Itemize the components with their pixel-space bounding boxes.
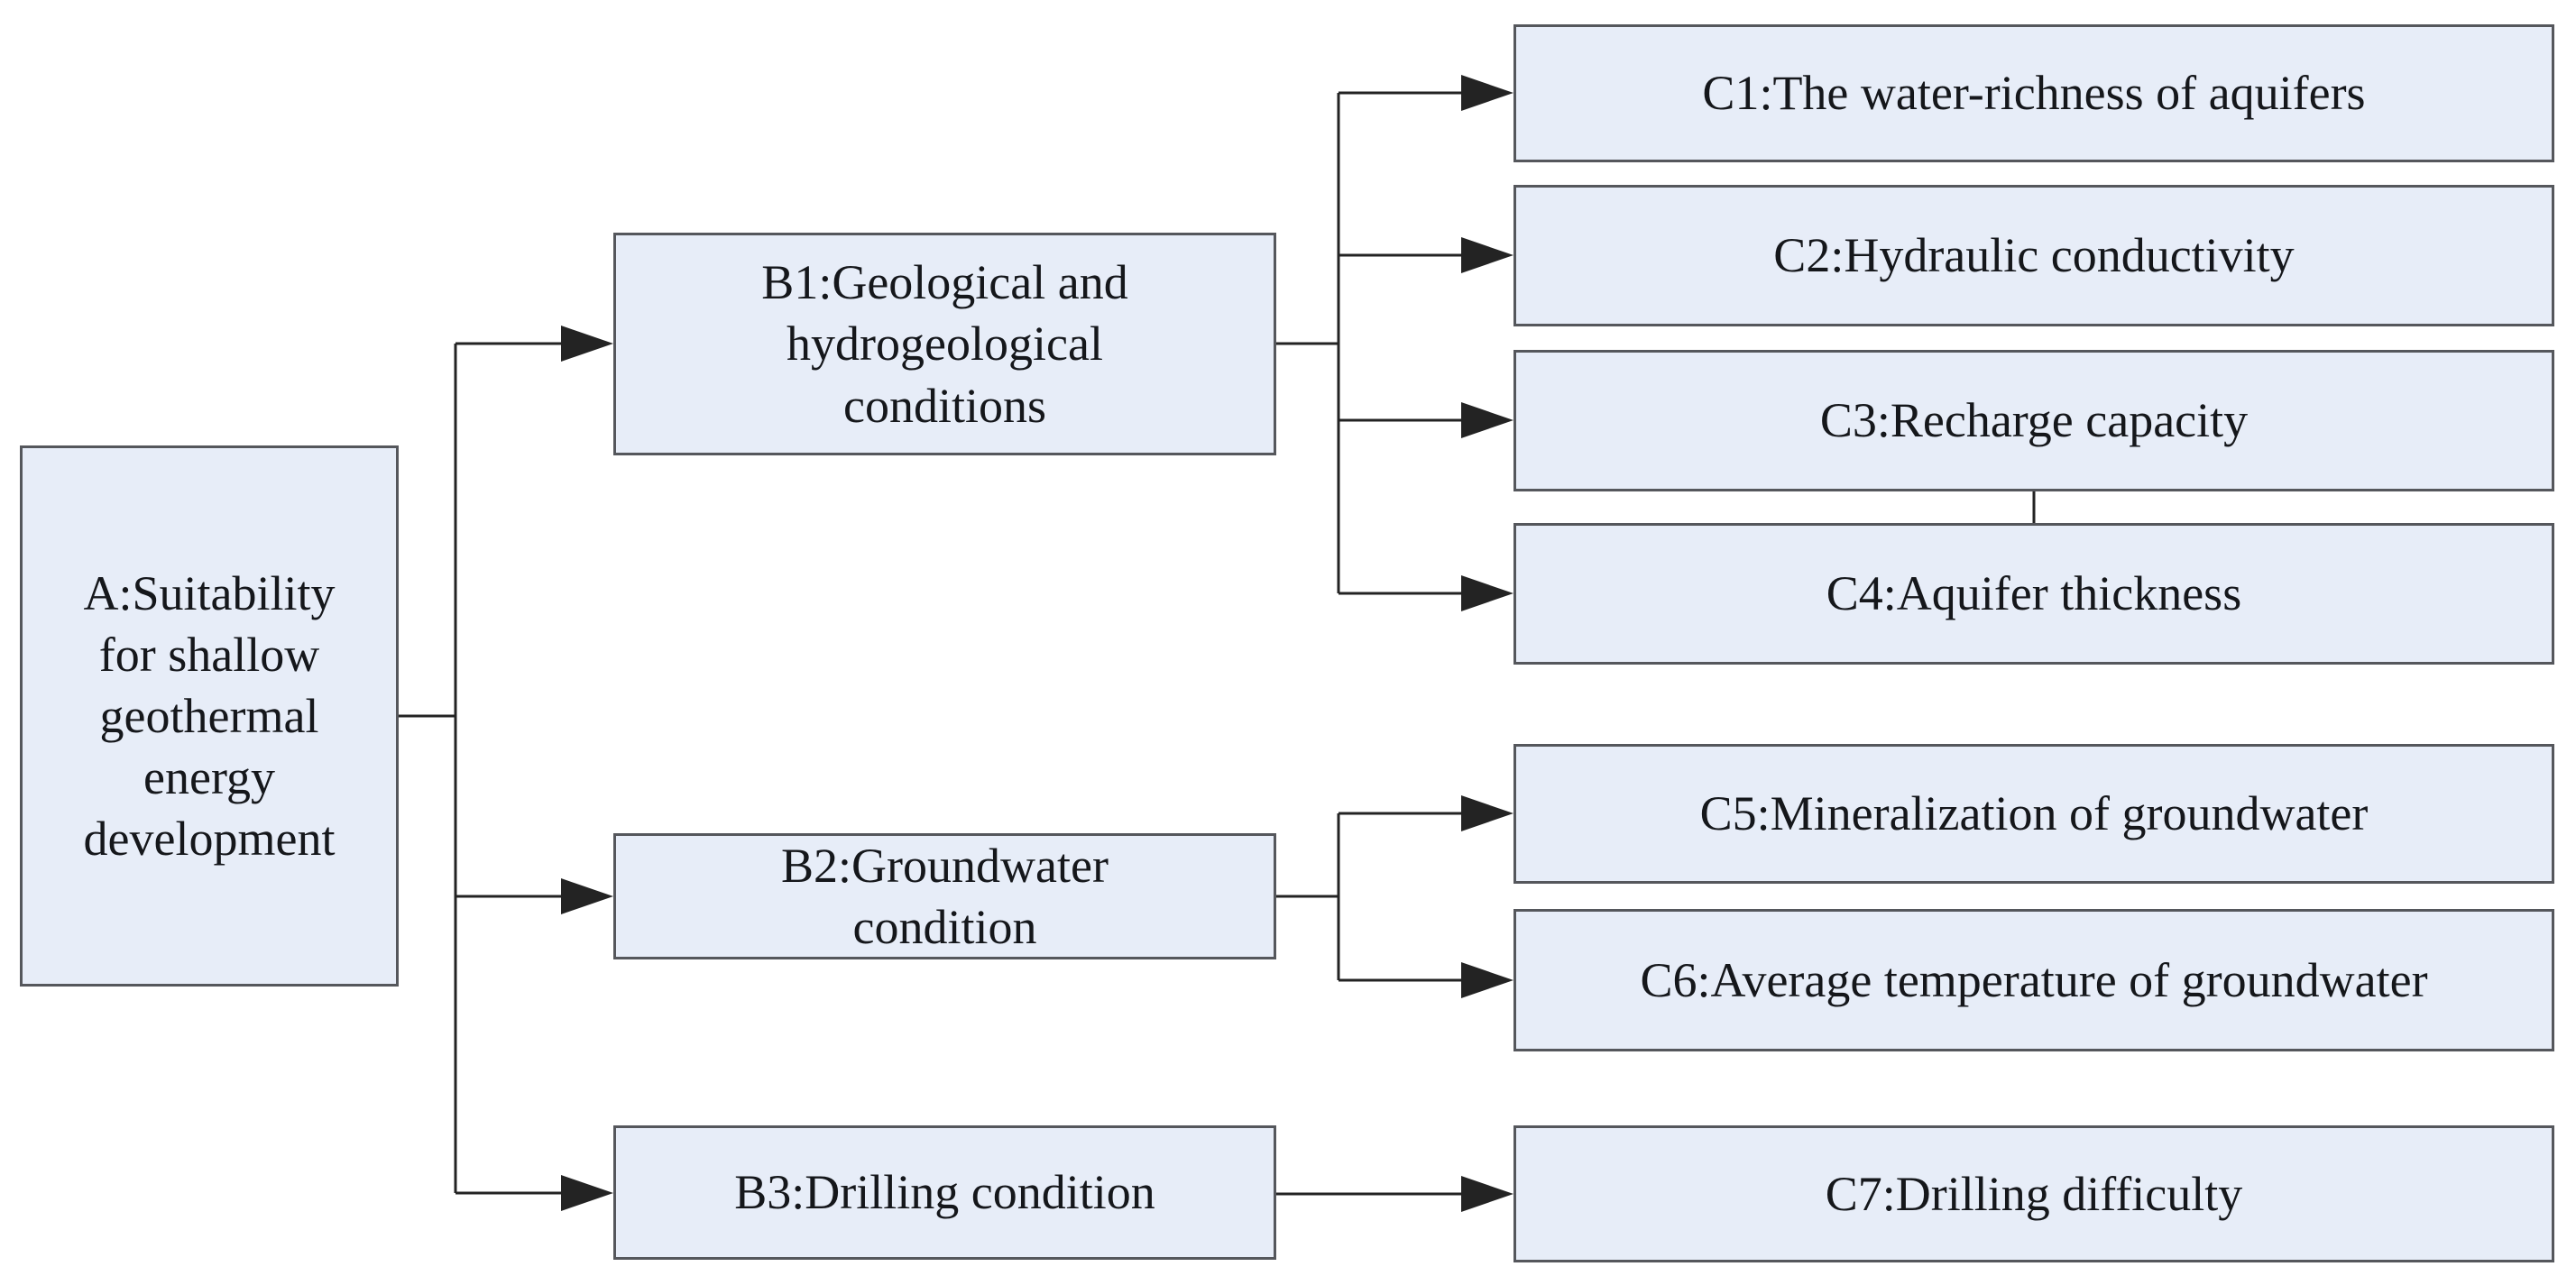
- edge-b3-c7: [1276, 1176, 1513, 1212]
- edge-b1-trunk: [1276, 93, 1340, 593]
- node-criterion-b3-label: B3:Drilling condition: [734, 1165, 1155, 1220]
- node-indicator-c4: C4:Aquifer thickness: [1513, 523, 2554, 665]
- node-indicator-c3: C3:Recharge capacity: [1513, 350, 2554, 491]
- node-indicator-c2-label: C2:Hydraulic conductivity: [1773, 228, 2295, 283]
- edge-a-trunk: [399, 344, 457, 1193]
- edge-b1-c3: [1339, 402, 1513, 438]
- node-indicator-c6: C6:Average temperature of groundwater: [1513, 909, 2554, 1051]
- edge-a-b2: [455, 878, 613, 914]
- node-criterion-b1: B1:Geological and hydrogeological condit…: [613, 233, 1276, 455]
- node-indicator-c7: C7:Drilling difficulty: [1513, 1125, 2554, 1262]
- edge-a-b3: [455, 1175, 613, 1211]
- node-goal-a-label: A:Suitability for shallow geothermal ene…: [83, 565, 336, 867]
- node-indicator-c7-label: C7:Drilling difficulty: [1825, 1166, 2243, 1221]
- node-indicator-c5: C5:Mineralization of groundwater: [1513, 744, 2554, 884]
- node-indicator-c5-label: C5:Mineralization of groundwater: [1699, 786, 2369, 841]
- edge-b2-c5: [1339, 795, 1513, 831]
- node-goal-a: A:Suitability for shallow geothermal ene…: [20, 445, 399, 987]
- node-criterion-b3: B3:Drilling condition: [613, 1125, 1276, 1260]
- node-criterion-b2: B2:Groundwater condition: [613, 833, 1276, 959]
- node-indicator-c4-label: C4:Aquifer thickness: [1826, 566, 2242, 621]
- edge-b2-c6: [1339, 962, 1513, 998]
- edge-b1-c2: [1339, 237, 1513, 273]
- node-indicator-c1-label: C1:The water-richness of aquifers: [1702, 66, 2366, 121]
- node-indicator-c6-label: C6:Average temperature of groundwater: [1640, 952, 2428, 1007]
- edge-b1-c4: [1339, 575, 1513, 611]
- node-indicator-c2: C2:Hydraulic conductivity: [1513, 185, 2554, 326]
- node-criterion-b2-label: B2:Groundwater condition: [781, 838, 1109, 954]
- edge-b2-trunk: [1276, 813, 1340, 980]
- node-criterion-b1-label: B1:Geological and hydrogeological condit…: [761, 255, 1128, 433]
- node-indicator-c3-label: C3:Recharge capacity: [1819, 393, 2249, 448]
- node-indicator-c1: C1:The water-richness of aquifers: [1513, 24, 2554, 162]
- edge-a-b1: [455, 326, 613, 362]
- edge-b1-c1: [1339, 75, 1513, 111]
